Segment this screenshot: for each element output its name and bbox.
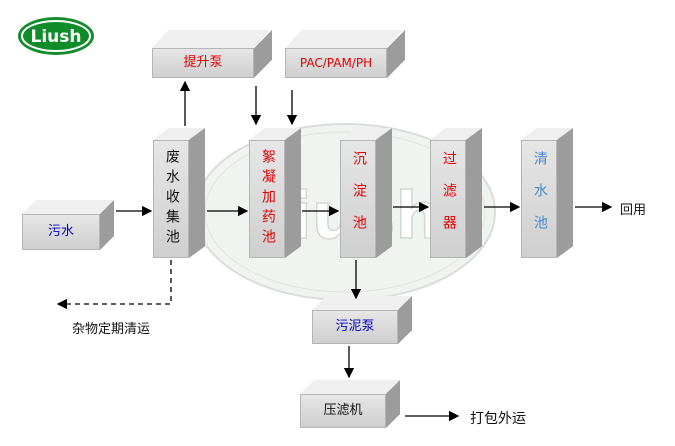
- reuse-text: 回用: [620, 203, 647, 218]
- flocculation-tank-box: 絮凝加药池: [249, 128, 301, 258]
- filter-press-label: 压滤机: [323, 402, 363, 418]
- clean-water-tank-box: 清水池: [521, 128, 573, 258]
- sedimentation-tank-label: 沉淀池: [350, 151, 367, 247]
- watermark-inner-ring: [204, 131, 486, 293]
- liush-logo: Liush: [18, 17, 94, 55]
- wastewater-tank-label: 废水收集池: [163, 149, 180, 249]
- pac-pam-ph-label: PAC/PAM/PH: [299, 55, 373, 70]
- sewage-box: 污水: [22, 200, 114, 250]
- filter-label: 过滤器: [440, 151, 457, 247]
- sludge-pump-box: 污泥泵: [312, 296, 412, 344]
- filter-press-box: 压滤机: [300, 380, 400, 428]
- debris-removal-text: 杂物定期清运: [72, 322, 151, 337]
- logo-ring: [21, 20, 91, 52]
- logo-text: Liush: [31, 27, 82, 47]
- pack-transport-text: 打包外运: [470, 411, 526, 427]
- sedimentation-tank-box: 沉淀池: [340, 128, 392, 258]
- flocculation-tank-label: 絮凝加药池: [259, 149, 276, 249]
- lift-pump-box: 提升泵: [152, 30, 272, 78]
- clean-water-tank-label: 清水池: [531, 151, 548, 247]
- sludge-pump-label: 污泥泵: [335, 318, 375, 334]
- sewage-label: 污水: [47, 223, 74, 239]
- logo-oval: [18, 17, 94, 55]
- lift-pump-label: 提升泵: [183, 54, 223, 70]
- filter-box: 过滤器: [430, 128, 482, 258]
- wastewater-tank-box: 废水收集池: [153, 128, 205, 258]
- pac-pam-ph-box: PAC/PAM/PH: [285, 30, 405, 78]
